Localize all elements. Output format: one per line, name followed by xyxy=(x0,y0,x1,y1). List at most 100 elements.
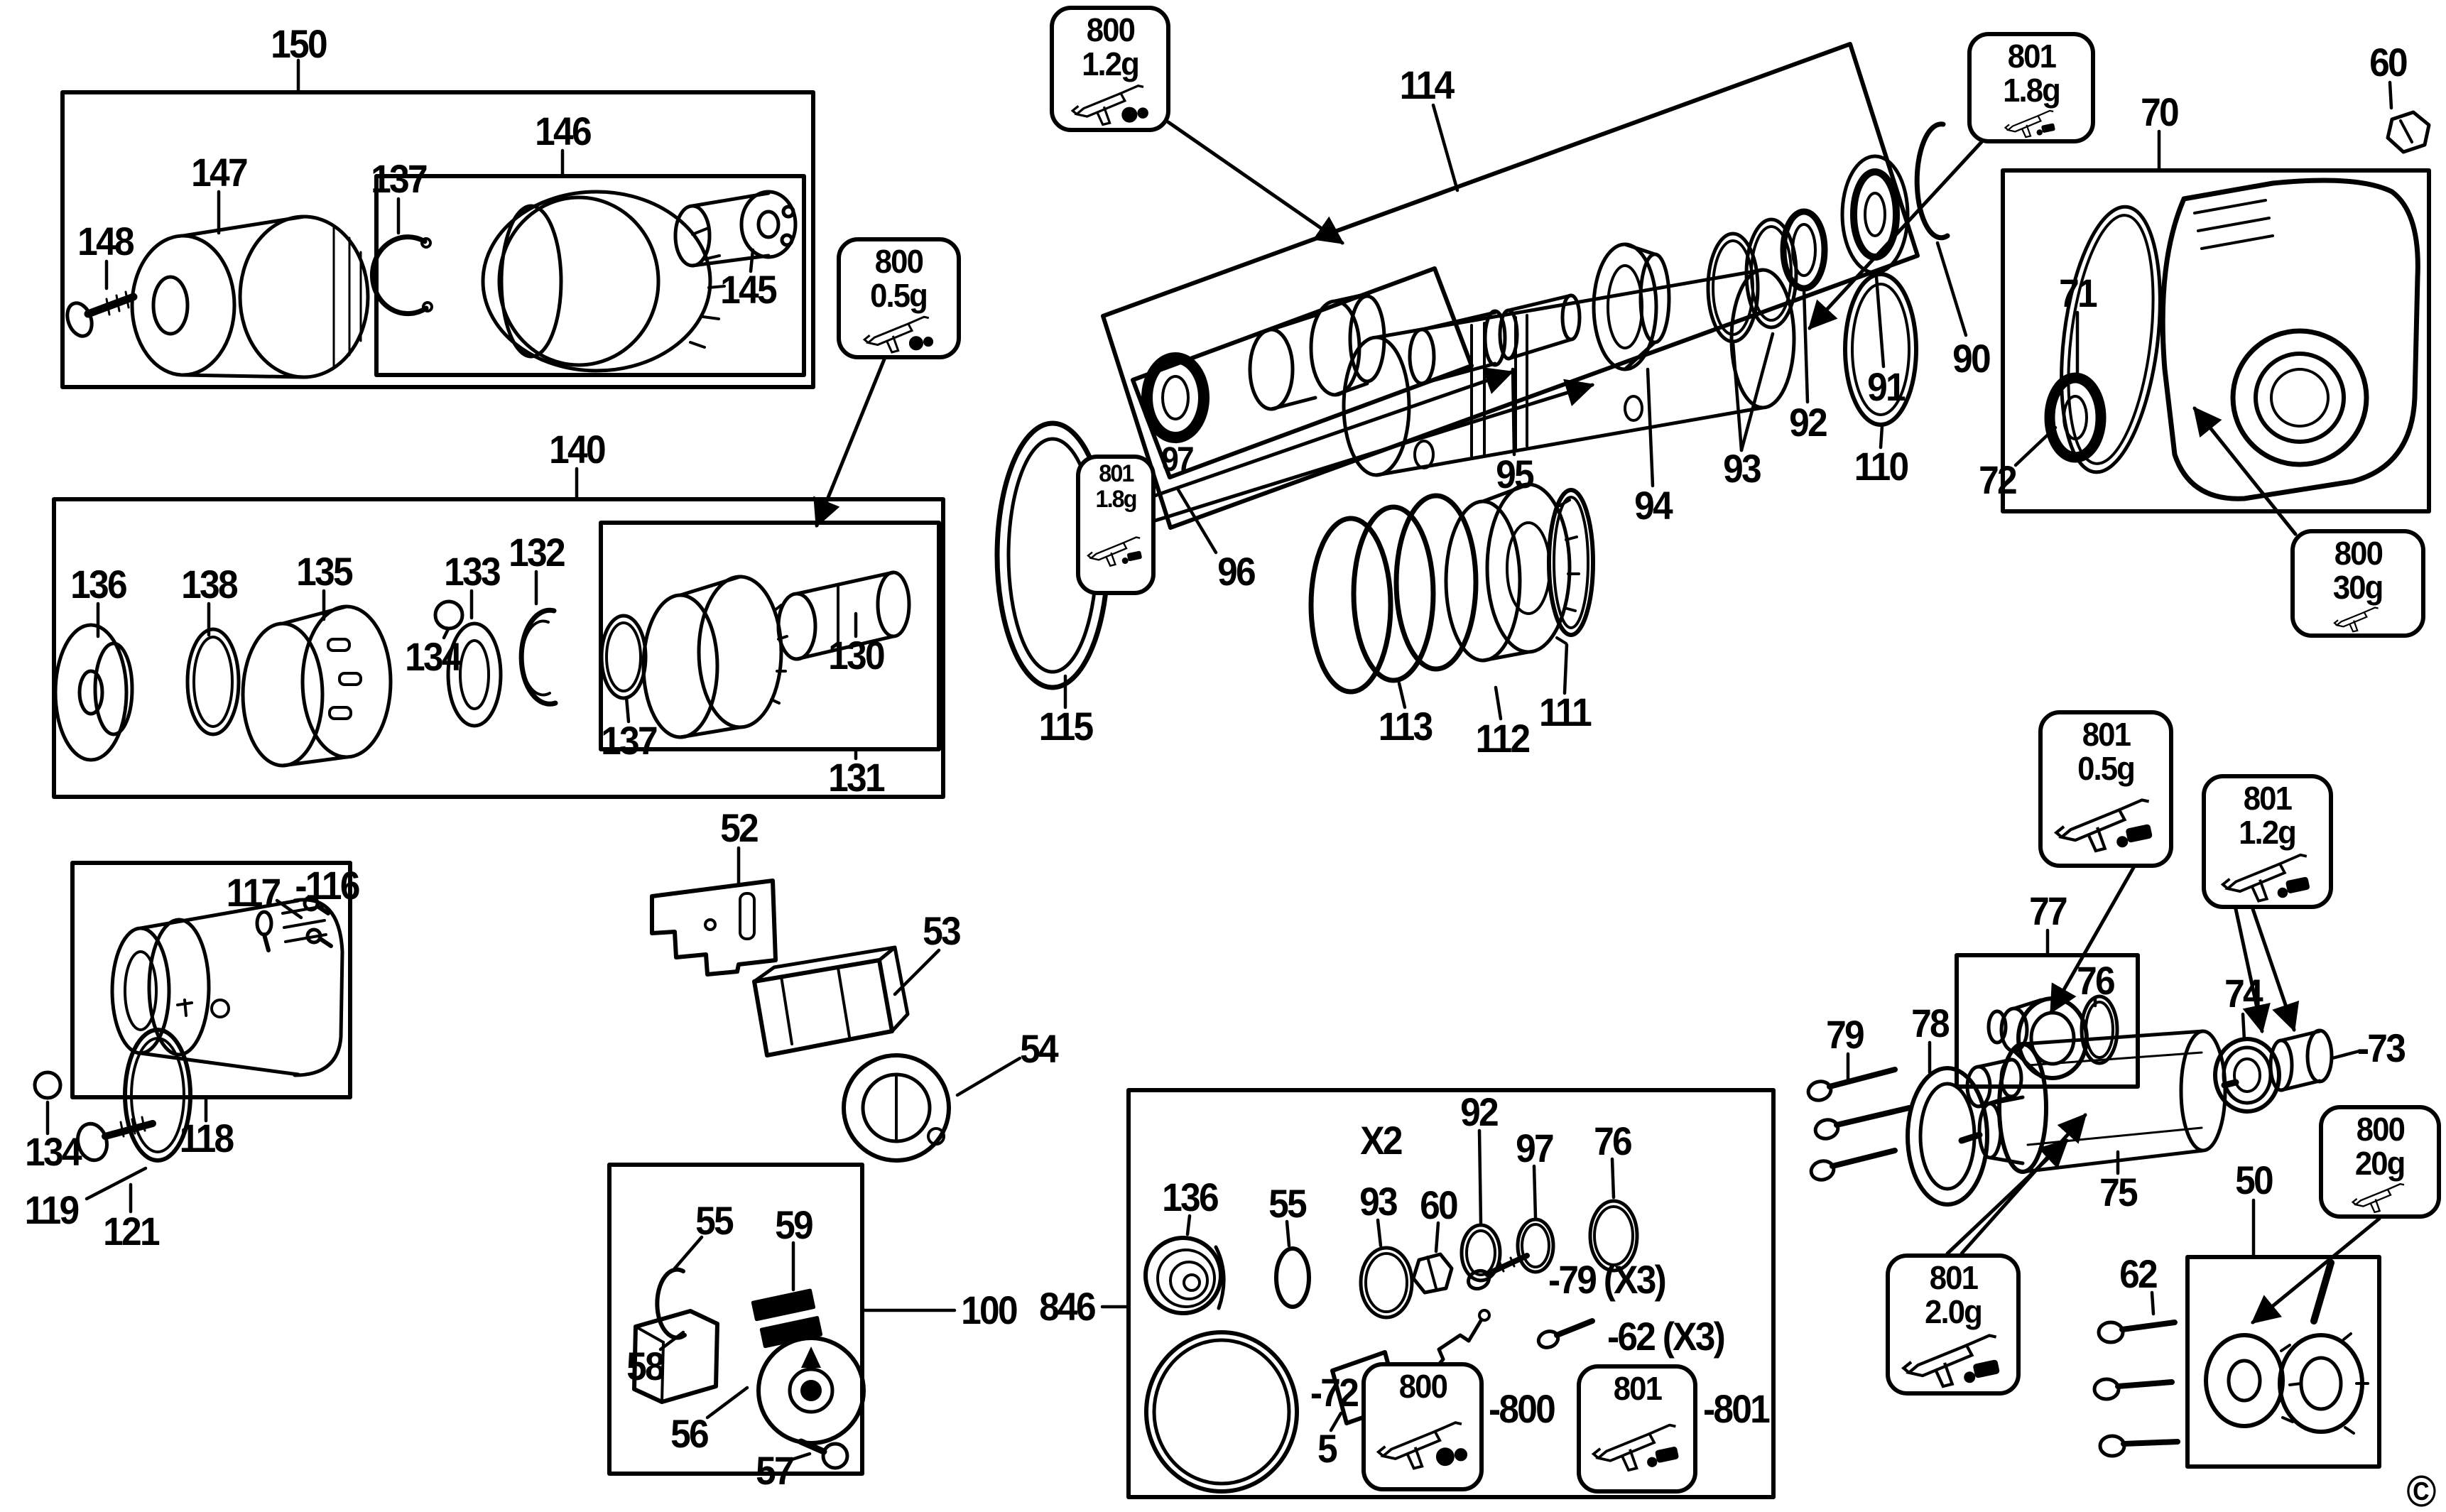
part-118-housing xyxy=(110,898,344,1077)
part-52-bracket xyxy=(650,879,778,977)
part-label-70: 70 xyxy=(2141,89,2180,134)
part-134-ball xyxy=(433,599,464,631)
part-label-x2: X2 xyxy=(1360,1118,1403,1163)
part-96-cylinder xyxy=(1248,292,1386,411)
kit-part-number: 800 xyxy=(1086,11,1135,48)
part-label-57: 57 xyxy=(756,1448,795,1493)
part-133-washer xyxy=(446,621,503,728)
grease-gun-icon xyxy=(2352,1182,2405,1213)
part-50-gear xyxy=(2204,1259,2369,1435)
kit-part-number: 801 xyxy=(2082,716,2131,753)
part-76-oring-846 xyxy=(1588,1199,1639,1273)
part-71-ring xyxy=(2044,372,2107,463)
part-136-roller xyxy=(1143,1236,1226,1315)
grease-gun-icon xyxy=(1590,1405,1685,1489)
part-136-cap xyxy=(53,623,134,762)
part-label-94: 94 xyxy=(1634,483,1673,528)
part-121-screw xyxy=(76,1116,156,1163)
part-label-118: 118 xyxy=(179,1116,235,1160)
grease-gun-icon xyxy=(1900,1329,2006,1391)
part-label-110: 110 xyxy=(1854,444,1910,489)
part-138-oring xyxy=(185,627,241,736)
box-140 xyxy=(52,497,945,799)
part-label-114: 114 xyxy=(1399,62,1455,107)
part-92-ring xyxy=(1780,208,1828,292)
part-137-snap-ring xyxy=(369,234,433,317)
grease-gun-icon xyxy=(2334,607,2379,632)
part-label-71: 71 xyxy=(2059,271,2098,315)
part-label-93: 93 xyxy=(1359,1179,1398,1224)
grease-gun-icon xyxy=(2053,786,2159,864)
part-label-137: 137 xyxy=(601,718,658,763)
grease-gun-icon xyxy=(850,313,947,355)
part-label-75: 75 xyxy=(2099,1170,2138,1214)
box-118 xyxy=(70,861,352,1099)
kit-part-number: 801 xyxy=(2243,780,2293,817)
box-70 xyxy=(2001,168,2431,513)
part-77-clutch xyxy=(1986,996,2089,1080)
part-60-clip-top xyxy=(2386,110,2431,154)
grease-kit-800-30g: 800 30g xyxy=(2290,529,2425,638)
part-label-62: 62 xyxy=(2119,1251,2158,1296)
part-54-dial xyxy=(842,1053,951,1163)
part-72-gasket xyxy=(2060,205,2162,474)
grease-gun-icon xyxy=(1063,82,1158,128)
part-label-135: 135 xyxy=(296,549,353,594)
part-60-clip-846 xyxy=(1411,1252,1454,1295)
part-72-oring-846 xyxy=(1144,1330,1299,1494)
part-label-97: 97 xyxy=(1161,441,1194,479)
part-label-60: 60 xyxy=(1420,1182,1459,1227)
part-label-91: 91 xyxy=(1867,364,1906,409)
part-62-screws xyxy=(2092,1320,2180,1458)
part-label-78: 78 xyxy=(1911,1001,1950,1045)
part-76-oring-77 xyxy=(2080,994,2119,1065)
part-label-146: 146 xyxy=(535,109,592,153)
part-label-130: 130 xyxy=(828,633,885,678)
part-137b-oring xyxy=(599,614,648,700)
part-62-screw-icon xyxy=(1536,1318,1595,1349)
grease-kit-801-2-0g: 801 2.0g xyxy=(1886,1253,2021,1396)
part-label-77: 77 xyxy=(2029,888,2068,933)
part-label-72: -72 xyxy=(1310,1370,1359,1415)
label-ticks xyxy=(45,58,2393,1462)
part-label-79: 79 xyxy=(1826,1012,1865,1057)
part-135-sleeve xyxy=(241,604,393,768)
part-label-117: 117 xyxy=(226,870,282,915)
grease-gun-icon xyxy=(1375,1403,1470,1487)
box-114 xyxy=(1101,42,1920,530)
part-label-140: 140 xyxy=(549,427,606,472)
kit-amount: 30g xyxy=(2333,569,2384,607)
part-132-clip xyxy=(518,607,558,707)
part-55-cring xyxy=(655,1267,687,1340)
kit-amount: 20g xyxy=(2355,1145,2406,1182)
part-label-150: 150 xyxy=(271,21,327,66)
part-58-holder xyxy=(632,1309,719,1404)
part-label-92: 92 xyxy=(1789,400,1828,445)
part-label-76: 76 xyxy=(1594,1119,1633,1163)
box-100 xyxy=(607,1163,864,1476)
grease-kit-800-20g: 800 20g xyxy=(2319,1105,2441,1219)
part-97-oring xyxy=(1141,352,1210,443)
kit-part-number: 801 xyxy=(2007,38,2056,75)
part-label-112: 112 xyxy=(1475,716,1531,761)
part-117-pin xyxy=(255,910,273,952)
kit-part-number: 801 xyxy=(1613,1370,1662,1407)
box-846 xyxy=(1126,1088,1776,1499)
part-label-93: 93 xyxy=(1723,446,1762,491)
part-56-brush-cap xyxy=(756,1336,866,1445)
part-53-switch xyxy=(752,945,910,1057)
part-110-ring xyxy=(1843,272,1918,427)
grease-gun-icon xyxy=(1086,512,1146,591)
part-label-5: 5 xyxy=(1317,1426,1338,1471)
part-78-pinion xyxy=(1906,1057,2023,1207)
part-label-58: 58 xyxy=(626,1344,665,1388)
part-label-95: 95 xyxy=(1496,452,1535,496)
part-113-rings xyxy=(1308,493,1479,695)
part-57-screw xyxy=(798,1438,849,1470)
part-73-sleeve xyxy=(2268,1028,2334,1092)
part-label-52: 52 xyxy=(720,805,759,850)
part-label-55: 55 xyxy=(695,1198,734,1243)
part-70-gearcase xyxy=(2160,178,2420,501)
